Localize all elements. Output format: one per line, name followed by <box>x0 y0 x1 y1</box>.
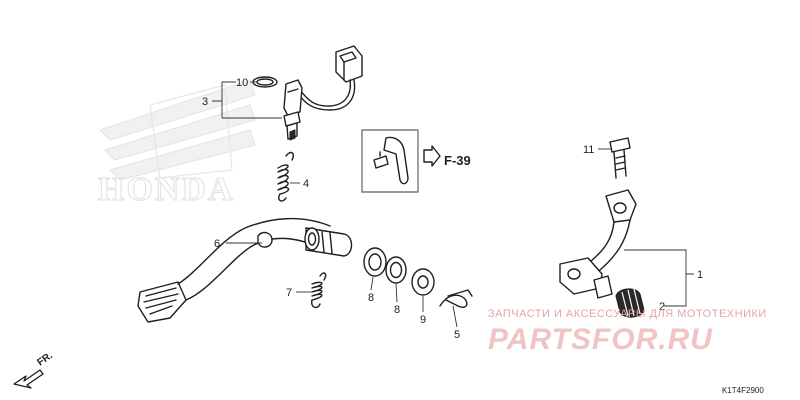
part-spring-7 <box>310 272 327 309</box>
callout-2: 2 <box>659 301 665 313</box>
part-washer <box>411 268 435 296</box>
callout-9: 9 <box>420 314 426 326</box>
callout-7: 7 <box>286 287 292 299</box>
callout-11: 11 <box>583 144 594 156</box>
front-label: FR. <box>35 350 55 368</box>
reference-box: F-39 <box>361 129 471 193</box>
callout-3: 3 <box>202 96 208 108</box>
honda-wing-logo: HONDA <box>97 79 256 209</box>
callout-6: 6 <box>214 238 220 250</box>
part-spring-4 <box>277 151 295 202</box>
front-direction-indicator: FR. <box>13 350 55 389</box>
part-seal-8b <box>385 256 407 284</box>
callout-4: 4 <box>303 178 309 190</box>
honda-logo-text: HONDA <box>98 171 235 208</box>
leader-lines <box>212 81 694 328</box>
watermark-brand: PARTSFOR.RU <box>488 323 713 356</box>
part-clip <box>439 289 473 308</box>
figure-code: K1T4F2900 <box>722 386 764 395</box>
front-arrow-icon <box>13 369 44 389</box>
part-seal-8a <box>363 247 387 277</box>
part-bolt <box>609 137 631 179</box>
callout-8a: 8 <box>368 292 374 304</box>
partsfor-watermark: ЗАПЧАСТИ И АКСЕССУАРЫ ДЛЯ МОТОТЕХНИКИ PA… <box>488 308 767 356</box>
part-switch-assembly <box>283 45 363 141</box>
part-brake-pedal <box>137 217 353 323</box>
watermark-tagline: ЗАПЧАСТИ И АКСЕССУАРЫ ДЛЯ МОТОТЕХНИКИ <box>488 308 767 320</box>
part-rubber-peg <box>615 288 645 318</box>
callout-5: 5 <box>454 329 460 341</box>
callout-8b: 8 <box>394 304 400 316</box>
part-shift-arm <box>559 189 637 299</box>
callout-1: 1 <box>697 269 703 281</box>
callouts: 10 3 4 6 7 8 8 9 5 11 1 2 <box>202 77 703 341</box>
callout-10: 10 <box>236 77 248 89</box>
reference-label: F-39 <box>444 153 471 168</box>
